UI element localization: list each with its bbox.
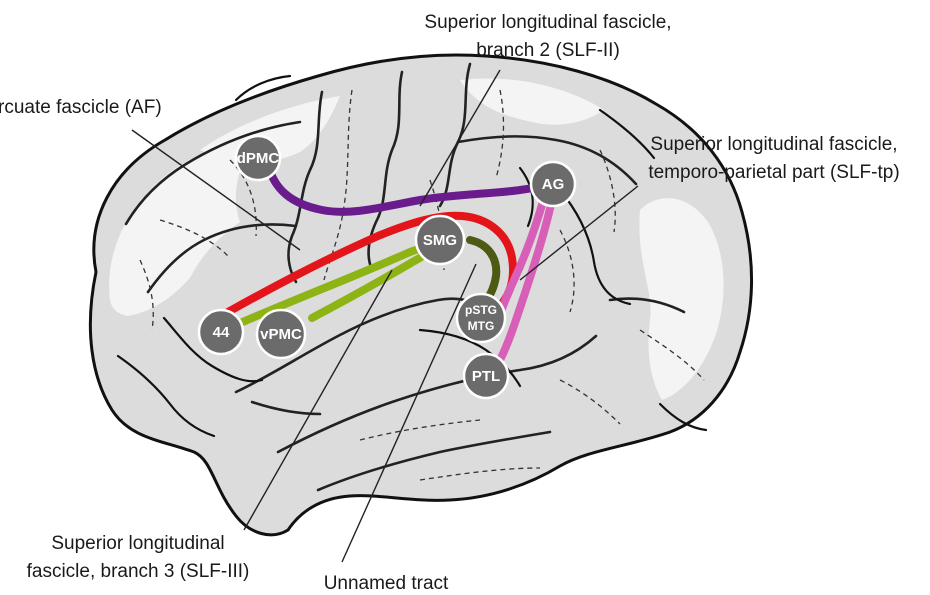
node-ag[interactable]: AG [531, 162, 575, 206]
node-pstg-mtg[interactable]: pSTG MTG [457, 294, 505, 342]
node-mtg-label: MTG [468, 319, 495, 333]
brain-hemisphere [90, 55, 751, 535]
node-pstg-label: pSTG [465, 303, 497, 317]
node-vpmc[interactable]: vPMC [257, 310, 305, 358]
node-smg-label: SMG [423, 232, 457, 249]
label-af: rcuate fascicle (AF) [0, 97, 162, 118]
label-slftp-line1: Superior longitudinal fascicle, [650, 134, 897, 155]
node-ptl-label: PTL [472, 368, 500, 385]
node-ptl[interactable]: PTL [464, 354, 508, 398]
label-slf2-line2: branch 2 (SLF-II) [476, 40, 620, 61]
node-vpmc-label: vPMC [260, 326, 302, 343]
node-44-label: 44 [213, 324, 230, 341]
node-dpmc[interactable]: dPMC [236, 136, 280, 180]
label-slf3-line2: fascicle, branch 3 (SLF-III) [27, 561, 250, 582]
label-slf3-line1: Superior longitudinal [51, 533, 224, 554]
node-dpmc-label: dPMC [237, 150, 280, 167]
label-unnamed: Unnamed tract [324, 573, 449, 594]
node-smg[interactable]: SMG [416, 216, 464, 264]
label-slftp-line2: temporo-parietal part (SLF-tp) [648, 162, 899, 183]
node-ag-label: AG [542, 176, 565, 193]
node-44[interactable]: 44 [199, 310, 243, 354]
label-slf2-line1: Superior longitudinal fascicle, [424, 12, 671, 33]
